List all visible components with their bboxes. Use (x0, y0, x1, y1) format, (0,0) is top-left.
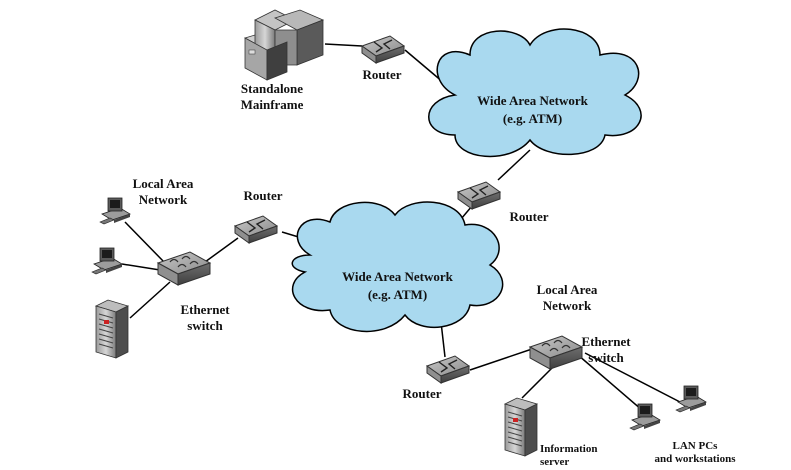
router-bottom-label: Router (402, 386, 442, 401)
server-left-icon (95, 299, 129, 359)
router-top-label: Router (362, 67, 402, 82)
wan-center-label: Wide Area Network (e.g. ATM) (342, 269, 453, 302)
information-server-label: Information server (540, 443, 598, 468)
router-left-label: Router (243, 188, 283, 203)
mainframe-label: Standalone Mainframe (240, 81, 304, 112)
wan-cloud-center (291, 201, 504, 333)
pc-right-1-icon (629, 403, 661, 431)
lan-right-label: Local Area Network (536, 282, 598, 313)
lan-left-label: Local Area Network (132, 176, 194, 207)
wan-cloud-top (428, 28, 642, 158)
pc-right-2-icon (675, 385, 707, 413)
router-right-icon (457, 181, 501, 210)
router-left-icon (234, 215, 278, 244)
ethernet-switch-right-label: Ethernet switch (581, 334, 631, 365)
ethernet-switch-left-label: Ethernet switch (180, 302, 230, 333)
information-server-icon (504, 397, 538, 457)
router-top-icon (361, 35, 405, 64)
pc-left-middle-icon (91, 247, 123, 275)
router-bottom-icon (426, 355, 470, 384)
wan-top-label: Wide Area Network (e.g. ATM) (477, 93, 588, 126)
ethernet-switch-left-icon (157, 251, 211, 286)
router-right-label: Router (509, 209, 549, 224)
lan-pcs-label: LAN PCs and workstations (654, 440, 736, 465)
mainframe-icon (243, 9, 325, 81)
